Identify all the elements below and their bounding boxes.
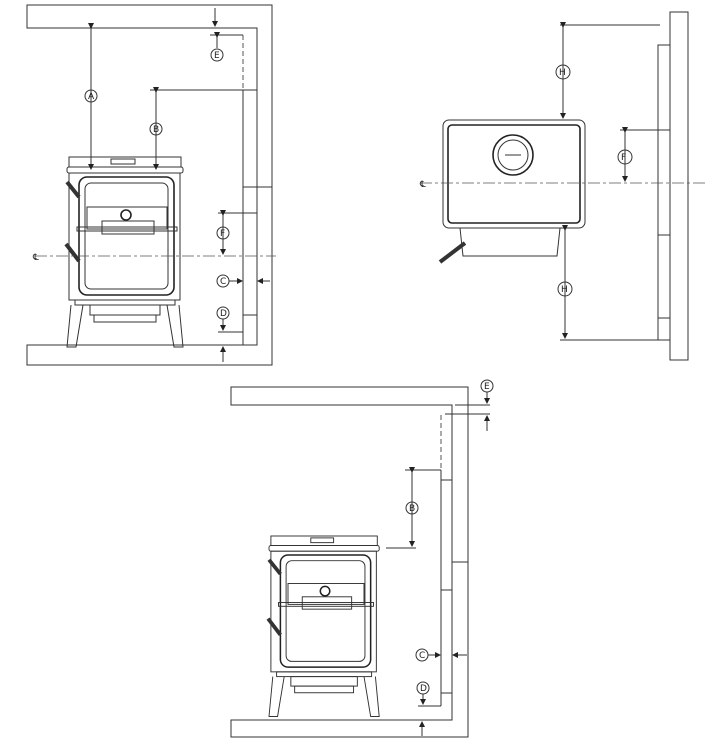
label-h-bottom: H (561, 285, 568, 295)
stove-top-outline (442, 119, 586, 229)
label-d: D (420, 684, 427, 694)
label-h-top: H (559, 68, 566, 78)
label-c: C (419, 651, 425, 661)
label-a-circle (84, 89, 98, 103)
centerline-symbol: ℄ (419, 180, 426, 190)
flue-collar (492, 134, 534, 176)
label-a: A (88, 92, 95, 102)
front-view: ℄ A B E F C D (26, 4, 276, 366)
centerline-symbol: ℄ (32, 253, 39, 263)
stove-alcove (266, 534, 382, 719)
wall-strips (243, 89, 272, 316)
label-b: B (153, 125, 159, 135)
label-e: E (484, 382, 490, 392)
label-d: D (220, 309, 227, 319)
alcove-view: B E C D (230, 379, 494, 738)
label-b: B (409, 504, 415, 514)
stove-front (64, 155, 185, 349)
label-e: E (214, 51, 220, 61)
top-view: ℄ H F H (419, 11, 706, 361)
label-f-top: F (621, 153, 626, 163)
label-c: C (220, 277, 226, 287)
wall-ceiling-floor (26, 4, 273, 366)
wall (669, 11, 689, 361)
label-f: F (220, 229, 225, 239)
